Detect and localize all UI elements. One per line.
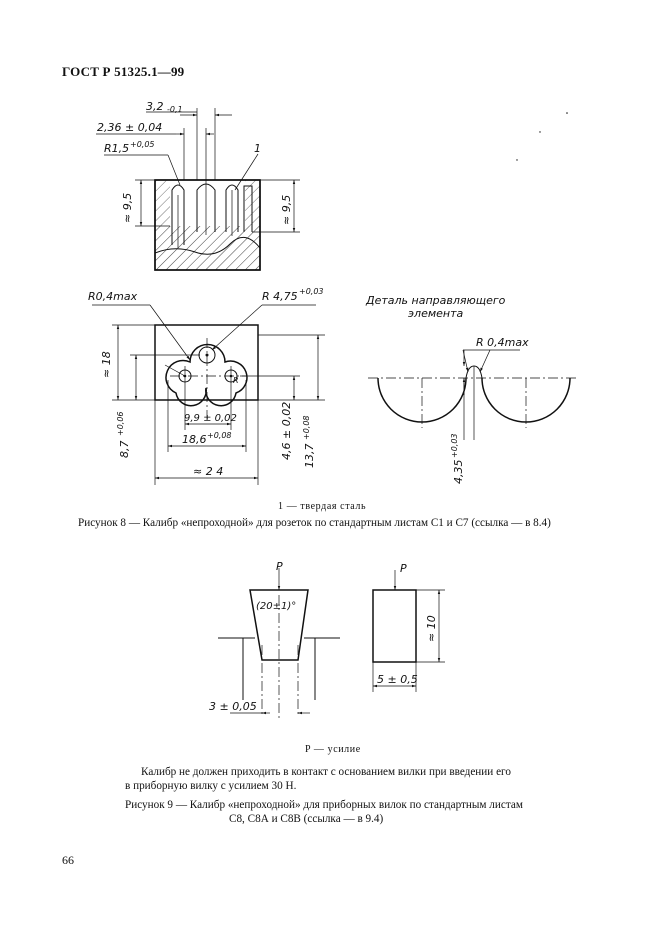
dim-r-4-75-tol: +0,03 bbox=[299, 287, 324, 296]
dim-4-6: 4,6 ± 0,02 bbox=[280, 402, 293, 460]
dim-3-2-tol: -0,1 bbox=[167, 105, 183, 114]
fig8-detail-view bbox=[368, 349, 578, 440]
dim-2-36: 2,36 ± 0,04 bbox=[97, 121, 162, 134]
fig9-legend: P — усилие bbox=[305, 744, 361, 755]
dim-r-0-4-detail: R 0,4max bbox=[476, 336, 529, 349]
dim-18-6-tol: +0,08 bbox=[207, 431, 232, 440]
dim-13-7-tol: +0,08 bbox=[302, 415, 311, 440]
dim-approx-18: ≈ 18 bbox=[100, 351, 113, 378]
fig9-caption-line1: Рисунок 9 — Калибр «непроходной» для при… bbox=[125, 799, 523, 811]
fig9-p-right: P bbox=[400, 562, 407, 575]
fig9-dim-5: 5 ± 0,5 bbox=[377, 673, 418, 686]
dim-approx-9-5-right: ≈ 9,5 bbox=[280, 195, 293, 225]
detail-title-line1: Деталь направляющего bbox=[365, 294, 506, 307]
dim-18-6: 18,6 bbox=[182, 433, 207, 446]
dim-13-7: 13,7 bbox=[303, 444, 316, 469]
page-number: 66 bbox=[62, 853, 74, 867]
fig9-dim-3: 3 ± 0,05 bbox=[209, 700, 257, 713]
dim-r-small: R bbox=[233, 376, 239, 385]
dim-r-1-5-tol: +0,05 bbox=[130, 140, 155, 149]
dim-8-7: 8,7 bbox=[118, 441, 131, 459]
dim-r-0-4-left: R0,4max bbox=[88, 290, 138, 303]
dim-9-9: 9,9 ± 0,02 bbox=[184, 413, 237, 424]
fig9-dim-10: ≈ 10 bbox=[425, 615, 438, 642]
fig9-note-line2: в приборную вилку с усилием 30 Н. bbox=[125, 780, 297, 792]
fig8-caption: Рисунок 8 — Калибр «непроходной» для роз… bbox=[78, 517, 551, 529]
dim-4-35-tol: +0,03 bbox=[450, 433, 459, 458]
fig8-legend: 1 — твердая сталь bbox=[278, 501, 367, 512]
fig9-angle: (20±1)° bbox=[256, 601, 296, 612]
fig9-note-line1: Калибр не должен приходить в контакт с о… bbox=[141, 766, 511, 778]
document-header: ГОСТ Р 51325.1—99 bbox=[62, 64, 185, 79]
dim-r-4-75: R 4,75 bbox=[262, 290, 298, 303]
dim-r-1-5: R1,5 bbox=[104, 142, 129, 155]
fig9-rect-gauge bbox=[372, 570, 445, 692]
fig9-p-left: P bbox=[276, 560, 283, 573]
dim-8-7-tol: +0,06 bbox=[116, 411, 125, 436]
fig8-section-view bbox=[96, 108, 300, 271]
dim-4-35: 4,35 bbox=[452, 460, 465, 485]
fig9-tapered-gauge bbox=[218, 568, 340, 720]
detail-title-line2: элемента bbox=[408, 307, 464, 320]
fig9-caption-line2: С8, С8А и С8В (ссылка — в 9.4) bbox=[229, 813, 384, 825]
fig8-front-view bbox=[92, 304, 325, 485]
dim-approx-9-5-left: ≈ 9,5 bbox=[121, 193, 134, 223]
dim-approx-24: ≈ 2 4 bbox=[193, 465, 223, 478]
leader-1-label: 1 bbox=[254, 142, 261, 155]
dim-3-2: 3,2 bbox=[146, 100, 164, 113]
